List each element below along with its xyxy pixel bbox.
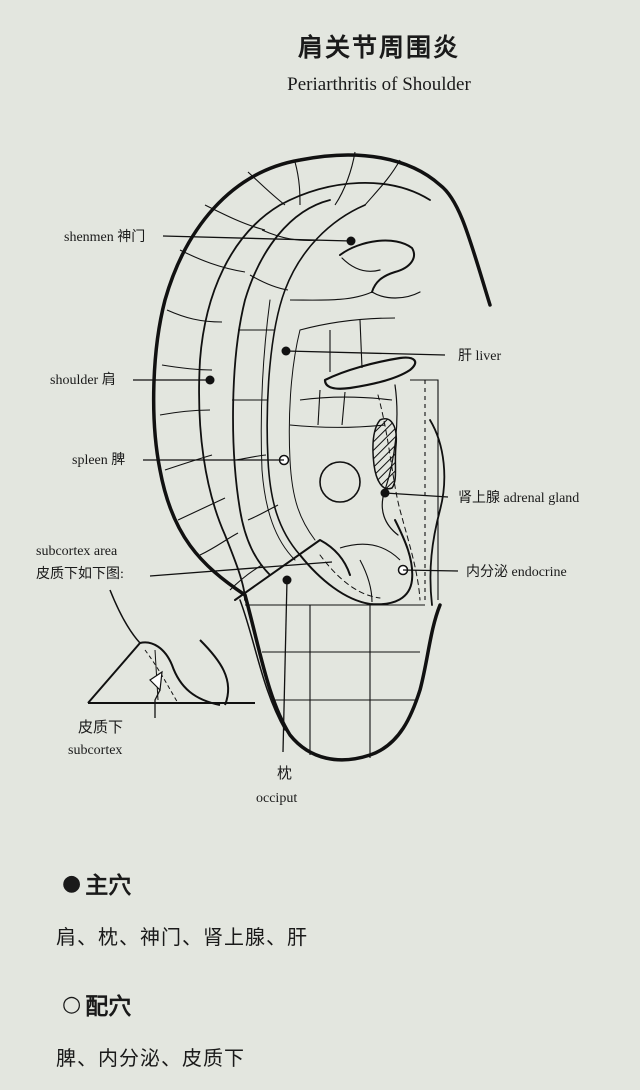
label-subcortex-area-zh: 皮质下如下图: bbox=[36, 566, 124, 582]
label-subcortex-area-en: subcortex area bbox=[36, 544, 118, 559]
page-title: 肩关节周围炎 bbox=[297, 33, 460, 62]
label-shoulder: shoulder 肩 bbox=[50, 372, 116, 388]
concha-circle bbox=[319, 461, 361, 503]
label-occiput-en: occiput bbox=[256, 791, 297, 806]
filled-circle-icon: ● bbox=[62, 870, 82, 896]
acupoint-markers bbox=[205, 236, 409, 585]
label-subcortex-zh: 皮质下 bbox=[78, 719, 123, 736]
hollow-circle-icon: ○ bbox=[62, 991, 82, 1017]
ear-outline bbox=[151, 153, 492, 762]
secondary-points-title: 配穴 bbox=[85, 993, 132, 1020]
label-shenmen: shenmen 神门 bbox=[64, 229, 145, 245]
subcortex-inset bbox=[87, 589, 255, 706]
main-points-heading: ● 主穴 bbox=[62, 866, 131, 900]
label-spleen: spleen 脾 bbox=[72, 452, 125, 468]
label-occiput-zh: 枕 bbox=[277, 765, 292, 782]
label-subcortex-en: subcortex bbox=[68, 743, 122, 758]
main-points-title: 主穴 bbox=[85, 872, 132, 899]
label-endocrine: 内分泌 endocrine bbox=[466, 564, 567, 580]
adrenal-hatched-zone bbox=[372, 418, 398, 490]
lobule-grid bbox=[245, 604, 425, 758]
main-points-list: 肩、枕、神门、肾上腺、肝 bbox=[56, 925, 308, 949]
label-adrenal: 肾上腺 adrenal gland bbox=[458, 490, 579, 506]
secondary-points-heading: ○ 配穴 bbox=[62, 987, 131, 1021]
label-liver: 肝 liver bbox=[458, 348, 501, 364]
ear-acupoint-diagram: shenmen 神门 shoulder 肩 spleen 脾 subcortex… bbox=[36, 151, 579, 806]
leader-lines bbox=[133, 235, 459, 753]
page-subtitle: Periarthritis of Shoulder bbox=[287, 74, 471, 95]
ear-zone-grid bbox=[159, 151, 439, 603]
secondary-points-list: 脾、内分泌、皮质下 bbox=[56, 1046, 245, 1070]
